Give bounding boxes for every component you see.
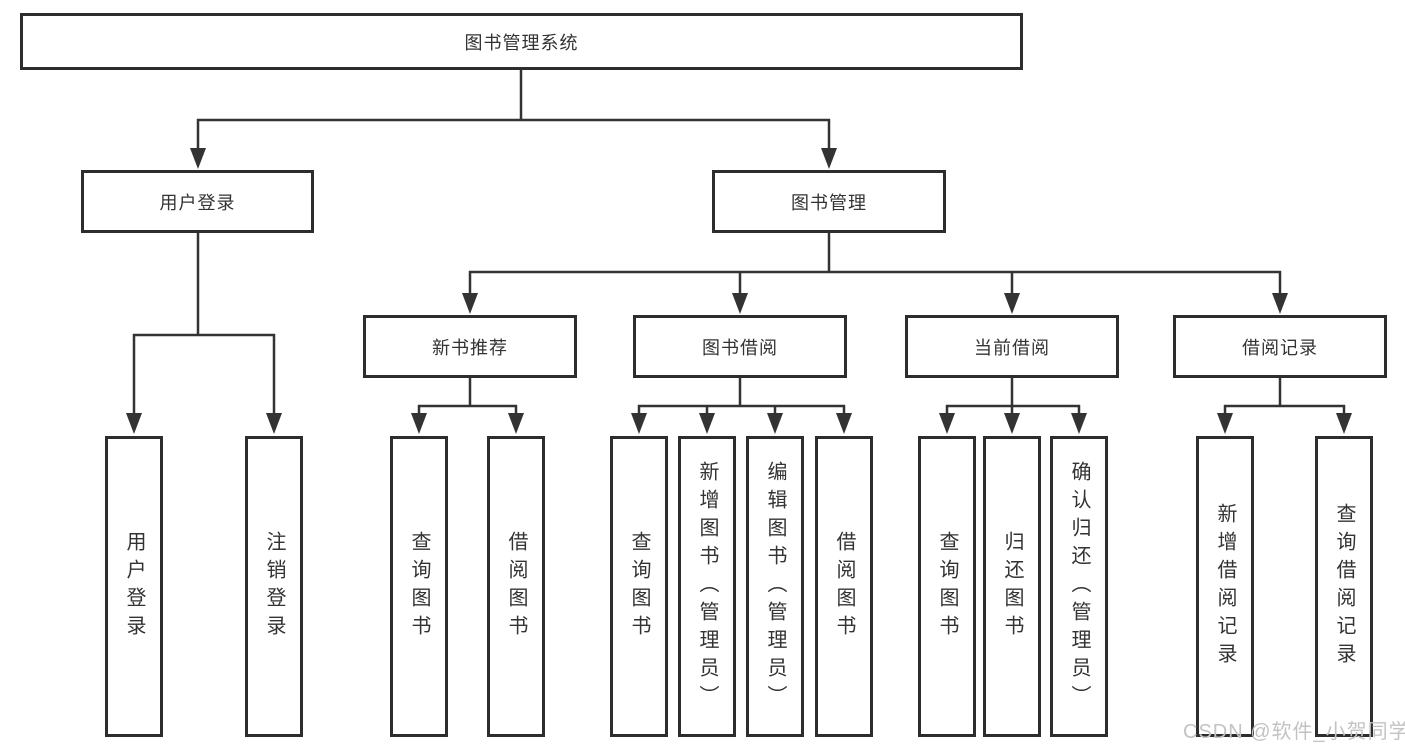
node-book-management-label: 图书管理 <box>791 192 867 213</box>
leaf-add-book-admin: 新增图书（管理员） <box>678 436 736 737</box>
leaf-borrow-book-label: 借阅图书 <box>833 530 855 643</box>
watermark-text: CSDN @软件_小贺同学 <box>1183 721 1405 743</box>
node-current-borrow: 当前借阅 <box>905 315 1119 378</box>
leaf-add-book-admin-label: 新增图书（管理员） <box>696 460 718 713</box>
leaf-confirm-return-admin: 确认归还（管理员） <box>1050 436 1108 737</box>
node-user-login: 用户登录 <box>81 170 314 233</box>
leaf-confirm-return-admin-label: 确认归还（管理员） <box>1068 460 1090 713</box>
leaf-query-book-borrow-label: 查询图书 <box>628 530 650 643</box>
leaf-query-book-current-label: 查询图书 <box>936 530 958 643</box>
leaf-query-borrow-record: 查询借阅记录 <box>1315 436 1373 737</box>
leaf-query-book-borrow: 查询图书 <box>610 436 668 737</box>
node-borrow-records-label: 借阅记录 <box>1242 337 1318 358</box>
leaf-edit-book-admin-label: 编辑图书（管理员） <box>764 460 786 713</box>
leaf-logout-label: 注销登录 <box>263 530 285 643</box>
leaf-user-login-label: 用户登录 <box>123 530 145 643</box>
leaf-query-book-recommend: 查询图书 <box>390 436 448 737</box>
leaf-add-borrow-record: 新增借阅记录 <box>1196 436 1254 737</box>
node-library-system-label: 图书管理系统 <box>464 32 579 53</box>
node-book-borrow: 图书借阅 <box>633 315 847 378</box>
node-user-login-label: 用户登录 <box>159 192 236 213</box>
leaf-borrow-book: 借阅图书 <box>815 436 873 737</box>
leaf-return-book: 归还图书 <box>983 436 1041 737</box>
leaf-query-borrow-record-label: 查询借阅记录 <box>1333 502 1355 671</box>
node-book-management: 图书管理 <box>712 170 946 233</box>
leaf-edit-book-admin: 编辑图书（管理员） <box>746 436 804 737</box>
leaf-borrow-book-recommend: 借阅图书 <box>487 436 545 737</box>
node-new-book-recommend: 新书推荐 <box>363 315 577 378</box>
node-library-system: 图书管理系统 <box>20 13 1023 70</box>
node-borrow-records: 借阅记录 <box>1173 315 1387 378</box>
leaf-user-login: 用户登录 <box>105 436 163 737</box>
node-new-book-recommend-label: 新书推荐 <box>432 337 508 358</box>
leaf-logout: 注销登录 <box>245 436 303 737</box>
leaf-add-borrow-record-label: 新增借阅记录 <box>1214 502 1236 671</box>
node-book-borrow-label: 图书借阅 <box>702 337 778 358</box>
node-current-borrow-label: 当前借阅 <box>974 337 1050 358</box>
leaf-query-book-current: 查询图书 <box>918 436 976 737</box>
leaf-query-book-recommend-label: 查询图书 <box>408 530 430 643</box>
leaf-return-book-label: 归还图书 <box>1001 530 1023 643</box>
leaf-borrow-book-recommend-label: 借阅图书 <box>505 530 527 643</box>
